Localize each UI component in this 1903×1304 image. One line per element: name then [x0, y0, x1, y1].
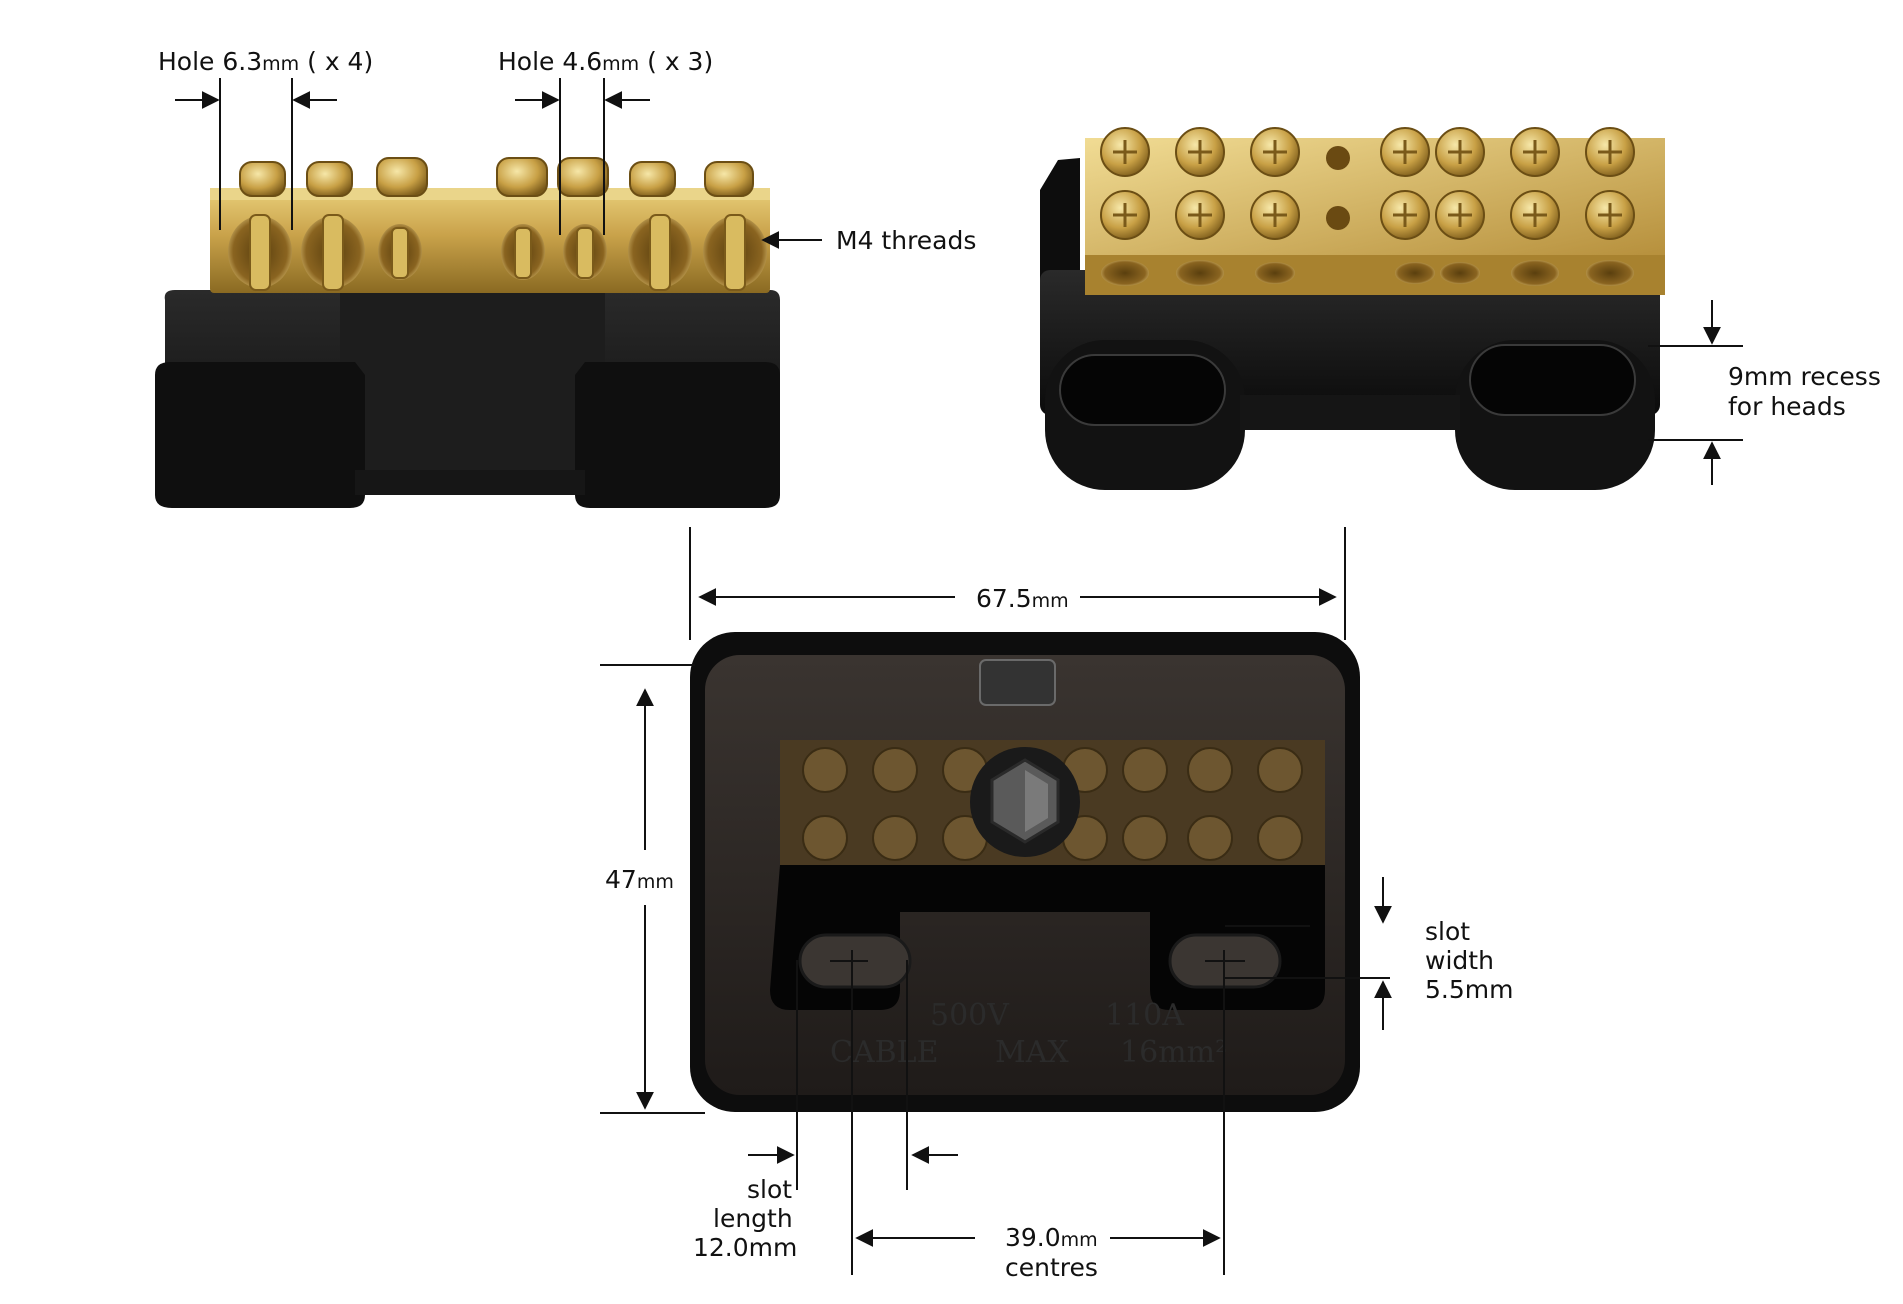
label-recess-line2: for heads	[1728, 392, 1846, 421]
label-centres-value: 39.0mm	[1005, 1223, 1098, 1252]
front-view	[155, 157, 780, 508]
label-hole-large: Hole 6.3mm ( x 4)	[158, 47, 373, 76]
top-view-with-cover: 500V 110A CABLE MAX 16mm²	[690, 632, 1360, 1112]
label-slot-width-line2: width	[1425, 946, 1494, 975]
label-slot-length-line3: 12.0mm	[693, 1233, 797, 1262]
screw-heads-front	[239, 157, 754, 197]
black-housing-angled	[1040, 158, 1660, 490]
label-hole-small: Hole 4.6mm ( x 3)	[498, 47, 713, 76]
cover-latch	[979, 659, 1056, 706]
angled-view	[1040, 127, 1665, 490]
marking-area: 16mm²	[1120, 1035, 1227, 1070]
black-housing-front	[155, 285, 780, 508]
brass-busbar-front	[210, 188, 770, 293]
cover-markings: 500V 110A CABLE MAX 16mm²	[830, 998, 1227, 1070]
label-overall-width: 67.5mm	[976, 584, 1069, 613]
brass-busbar-angled	[1085, 138, 1665, 295]
screw-slots-angled	[1113, 140, 1622, 227]
marking-max: MAX	[995, 1035, 1069, 1070]
label-overall-height: 47mm	[605, 865, 674, 894]
center-tapped-holes-angled	[1326, 146, 1350, 230]
marking-voltage: 500V	[930, 998, 1010, 1033]
label-slot-width-line1: slot	[1425, 917, 1470, 946]
label-slot-length-line1: slot	[747, 1175, 792, 1204]
label-centres-word: centres	[1005, 1253, 1098, 1282]
label-recess-line1: 9mm recess	[1728, 362, 1881, 391]
label-m4-threads: M4 threads	[836, 226, 976, 255]
label-slot-length-line2: length	[713, 1204, 793, 1233]
dimension-labels: Hole 6.3mm ( x 4) Hole 4.6mm ( x 3) M4 t…	[158, 47, 1881, 1282]
dimension-lines	[175, 78, 1743, 1275]
label-slot-width-line3: 5.5mm	[1425, 975, 1513, 1004]
marking-cable: CABLE	[830, 1035, 939, 1070]
cover-screw-head	[970, 747, 1080, 857]
screws-under-cover	[802, 747, 1303, 861]
marking-current: 110A	[1105, 998, 1184, 1033]
